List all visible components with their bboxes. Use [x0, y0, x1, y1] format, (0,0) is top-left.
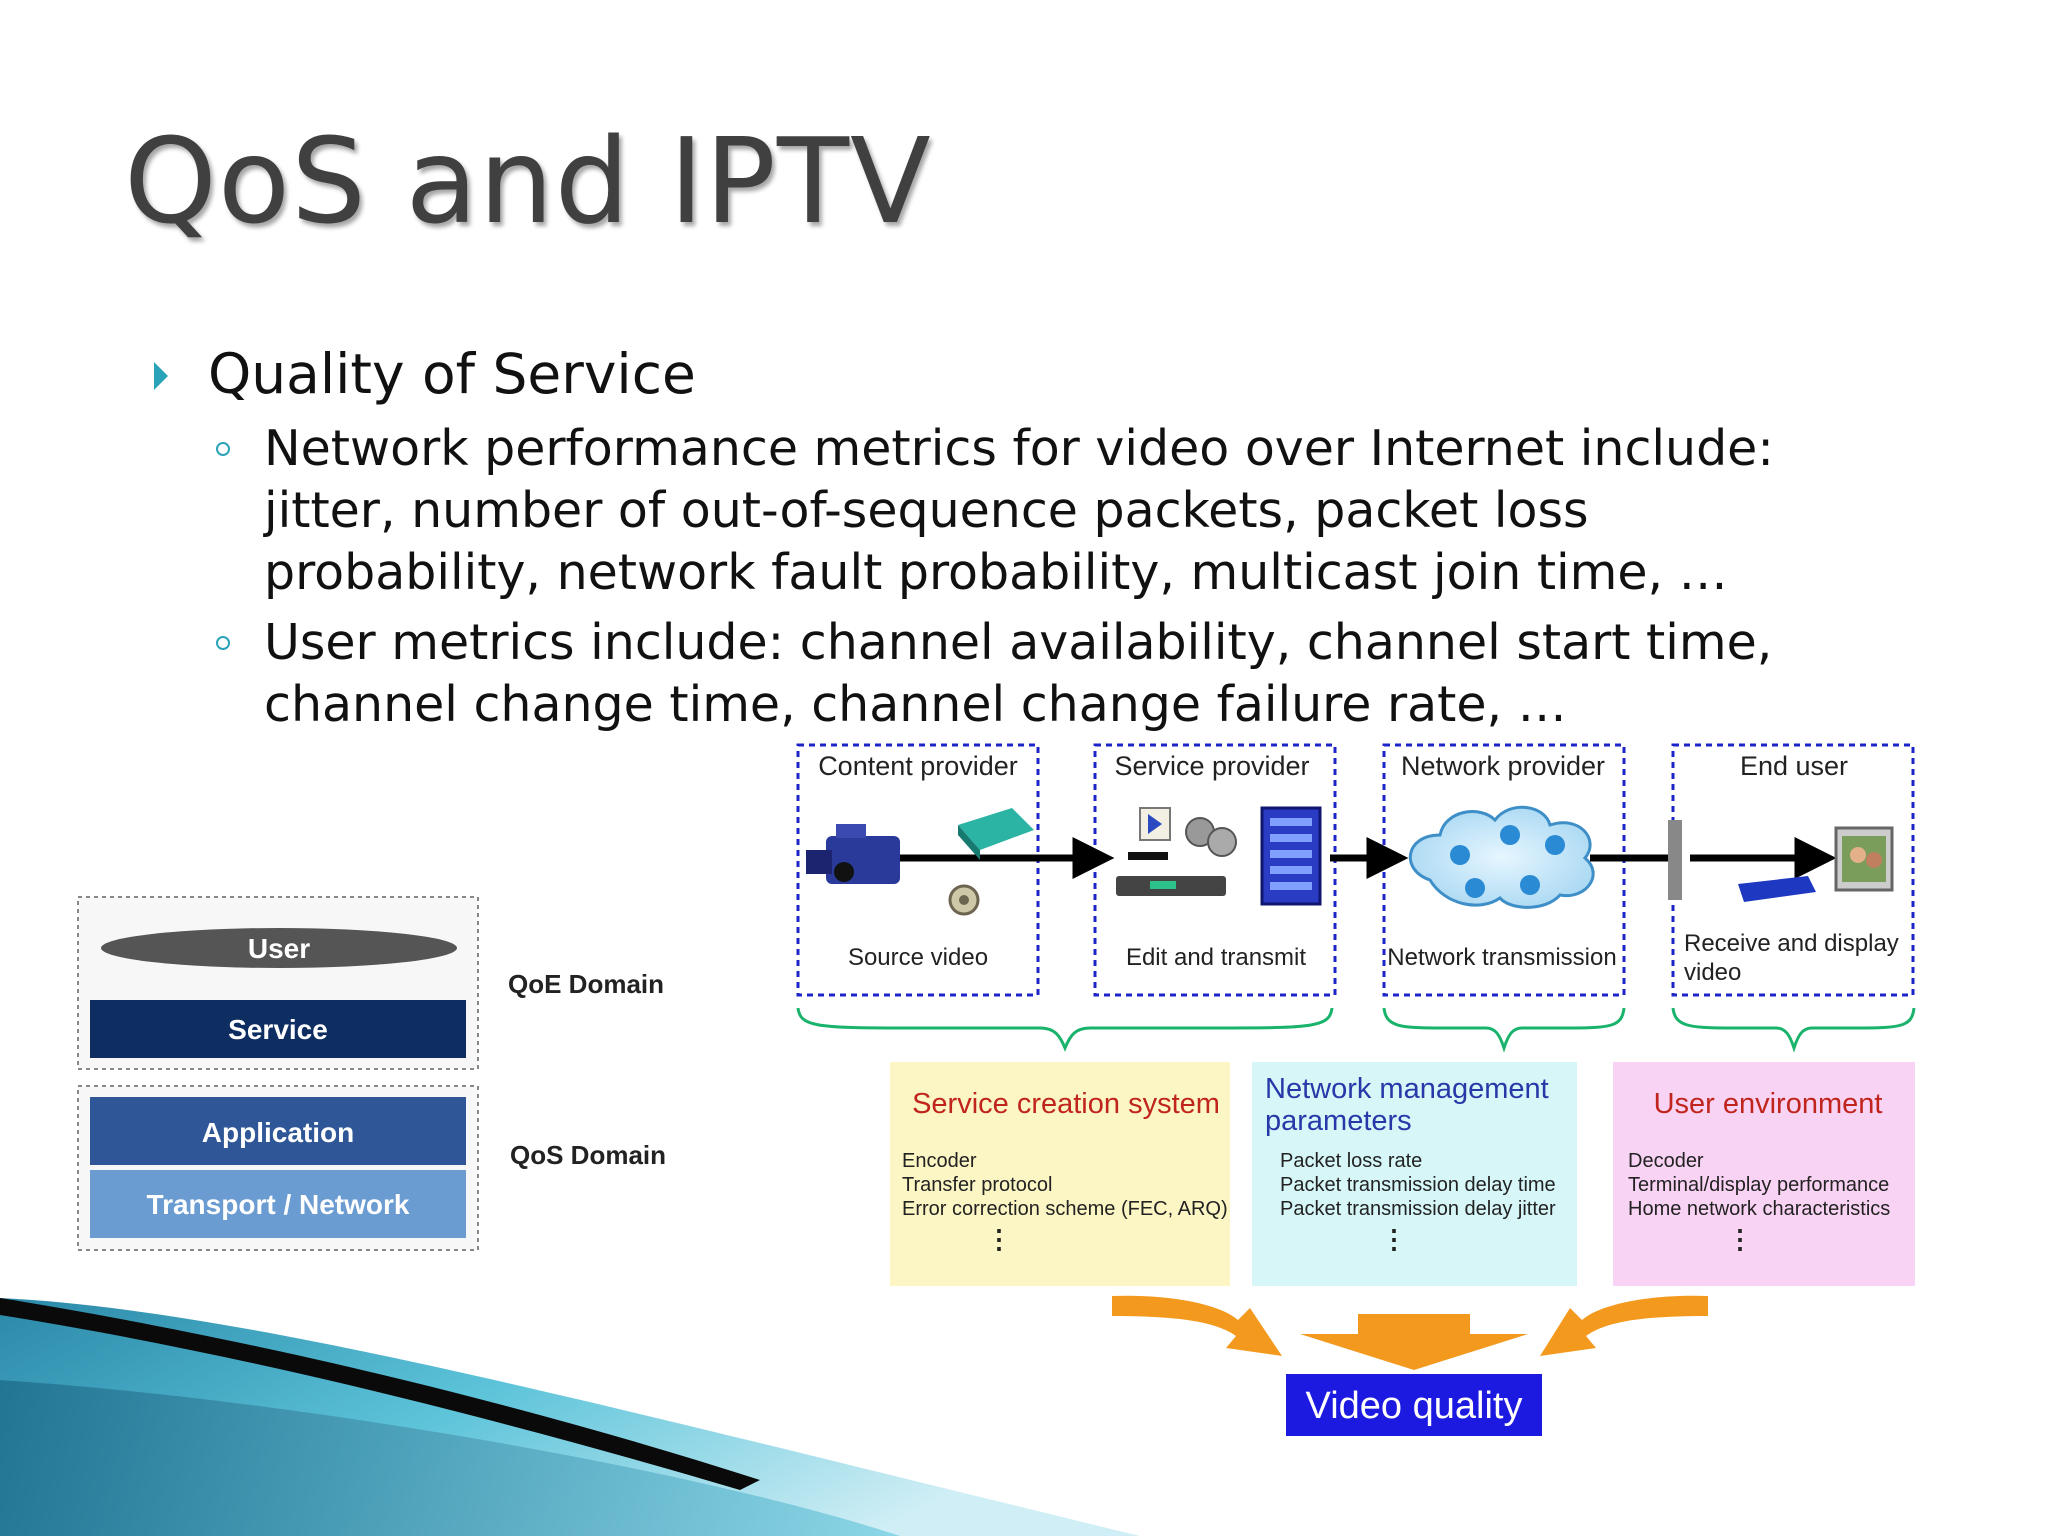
delivery-chain: Content provider Service provider Networ… — [796, 743, 1916, 1053]
bullet-arrow-icon — [154, 362, 168, 390]
chain-caption-receive-line2: video — [1684, 959, 1741, 986]
convergence-arrows — [1112, 1295, 1708, 1370]
system-more: ⋮ — [986, 1224, 1012, 1254]
decorative-swoosh — [0, 1298, 1140, 1536]
system-title: Service creation system — [912, 1088, 1220, 1120]
bullet-list: Quality of Service Network performance m… — [148, 338, 1828, 736]
chain-caption-source-video: Source video — [848, 944, 988, 971]
system-title: parameters — [1265, 1105, 1412, 1137]
orange-arrow-right — [1540, 1295, 1708, 1356]
chain-caption-network-transmission: Network transmission — [1387, 944, 1616, 971]
system-title: Network management — [1265, 1073, 1549, 1105]
system-box-service-creation — [890, 1062, 1230, 1286]
tv-display-icon — [1834, 826, 1894, 892]
system-item: Decoder — [1628, 1150, 1704, 1172]
sub-bullet-line: jitter, number of out-of-sequence packet… — [264, 482, 1589, 539]
layer-user-label: User — [248, 933, 310, 964]
network-cloud-icon — [1408, 805, 1595, 909]
server-rack-icon — [1260, 806, 1322, 906]
system-title: User environment — [1654, 1088, 1883, 1120]
brace-user-environment — [1671, 1007, 1916, 1053]
layer-service-label: Service — [228, 1014, 328, 1045]
service-layer — [90, 1000, 466, 1058]
brace-service-creation — [796, 1007, 1334, 1052]
sub-bullet-ring-icon — [216, 636, 230, 650]
chain-title-service-provider: Service provider — [1114, 751, 1309, 781]
sub-bullet-item: Network performance metrics for video ov… — [148, 418, 1828, 604]
sub-bullet-line: User metrics include: channel availabili… — [264, 614, 1773, 671]
system-box-user-environment — [1613, 1062, 1915, 1286]
sub-bullet-line: channel change time, channel change fail… — [264, 676, 1567, 733]
video-quality-box — [1286, 1374, 1542, 1436]
qoe-domain-label: QoE Domain — [508, 969, 664, 999]
system-item: Terminal/display performance — [1628, 1174, 1889, 1196]
media-disk-icon — [948, 808, 1034, 916]
system-item: Transfer protocol — [902, 1174, 1052, 1196]
layer-stack: User Service Application Transport / Net… — [77, 896, 666, 1251]
layer-transport-label: Transport / Network — [147, 1189, 410, 1220]
sub-bullet-line: probability, network fault probability, … — [264, 544, 1728, 601]
system-item: Packet transmission delay time — [1280, 1174, 1556, 1196]
chain-caption-receive-line1: Receive and display — [1684, 930, 1899, 957]
system-box-network-management — [1252, 1062, 1577, 1286]
layer-application-label: Application — [202, 1117, 354, 1148]
system-more: ⋮ — [1381, 1224, 1407, 1254]
orange-arrow-left — [1112, 1295, 1282, 1356]
editing-equipment-icon — [1116, 807, 1237, 896]
application-layer — [90, 1097, 466, 1165]
bullet-text: Quality of Service — [208, 342, 696, 406]
system-boxes: Service creation system Network manageme… — [890, 1062, 1915, 1286]
video-camera-icon — [806, 824, 900, 884]
sub-bullet-item: User metrics include: channel availabili… — [148, 612, 1828, 736]
system-more: ⋮ — [1727, 1224, 1753, 1254]
brace-network-management — [1382, 1007, 1626, 1053]
orange-arrow-center — [1300, 1314, 1528, 1370]
qos-domain-label: QoS Domain — [510, 1140, 666, 1170]
chain-title-network-provider: Network provider — [1401, 751, 1605, 781]
bullet-item: Quality of Service — [148, 338, 1828, 410]
system-item: Encoder — [902, 1150, 977, 1172]
chain-caption-edit-transmit: Edit and transmit — [1126, 944, 1306, 971]
user-ellipse — [101, 928, 457, 968]
set-top-box-icon — [1668, 820, 1816, 902]
sub-bullet-ring-icon — [216, 442, 230, 456]
system-item: Packet loss rate — [1280, 1150, 1422, 1172]
system-item: Packet transmission delay jitter — [1280, 1198, 1556, 1220]
system-item: Home network characteristics — [1628, 1198, 1890, 1220]
transport-layer — [90, 1170, 466, 1238]
chain-title-end-user: End user — [1740, 751, 1848, 781]
video-quality-label: Video quality — [1306, 1385, 1523, 1427]
sub-bullet-line: Network performance metrics for video ov… — [264, 420, 1774, 477]
system-item: Error correction scheme (FEC, ARQ) — [902, 1198, 1228, 1220]
chain-title-content-provider: Content provider — [818, 751, 1018, 781]
slide-title: QoS and IPTV — [124, 112, 932, 250]
